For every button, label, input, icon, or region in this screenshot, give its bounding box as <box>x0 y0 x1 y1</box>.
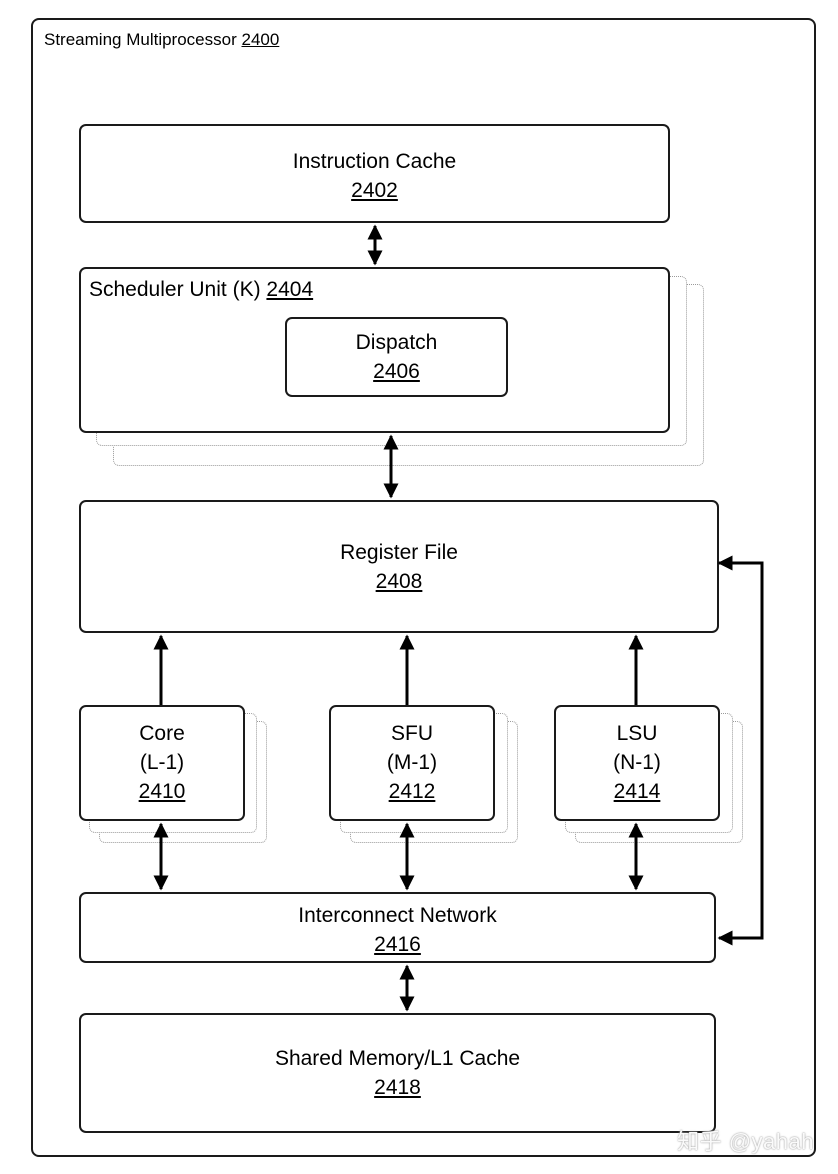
sfu-label: SFU <box>391 722 433 745</box>
shared-memory-label: Shared Memory/L1 Cache <box>274 1047 521 1070</box>
dispatch-number: 2406 <box>373 360 420 383</box>
lsu-sublabel: (N-1) <box>613 751 661 774</box>
scheduler-unit-block: Scheduler Unit (K) 2404 Dispatch 2406 <box>79 267 670 433</box>
lsu-label: LSU <box>616 722 658 745</box>
register-file-block: Register File 2408 <box>79 500 719 633</box>
interconnect-network-number: 2416 <box>374 933 421 956</box>
register-file-number: 2408 <box>375 570 423 593</box>
streaming-multiprocessor-frame <box>31 18 816 1157</box>
register-file-label: Register File <box>340 541 458 564</box>
sfu-sublabel: (M-1) <box>386 751 438 774</box>
sm-title-number: 2400 <box>241 30 280 49</box>
sfu-number: 2412 <box>388 780 436 803</box>
lsu-number: 2414 <box>613 780 661 803</box>
arrow-interconnect-register-file-loop <box>717 555 764 946</box>
scheduler-unit-label: Scheduler Unit (K) <box>89 278 261 301</box>
instruction-cache-block: Instruction Cache 2402 <box>79 124 670 223</box>
instruction-cache-number: 2402 <box>351 179 398 202</box>
instruction-cache-label: Instruction Cache <box>292 150 457 173</box>
interconnect-network-label: Interconnect Network <box>298 904 497 927</box>
watermark: 知乎 @yahah <box>677 1129 814 1154</box>
shared-memory-l1-cache-block: Shared Memory/L1 Cache 2418 <box>79 1013 716 1133</box>
interconnect-network-block: Interconnect Network 2416 <box>79 892 716 963</box>
core-sublabel: (L-1) <box>139 751 185 774</box>
shared-memory-number: 2418 <box>374 1076 421 1099</box>
lsu-block: LSU (N-1) 2414 <box>554 705 720 821</box>
sm-title-label: Streaming Multiprocessor <box>44 30 237 49</box>
core-label: Core <box>139 722 185 745</box>
dispatch-label: Dispatch <box>355 331 438 354</box>
core-number: 2410 <box>138 780 186 803</box>
dispatch-block: Dispatch 2406 <box>285 317 508 397</box>
streaming-multiprocessor-title: Streaming Multiprocessor 2400 <box>44 30 279 50</box>
core-block: Core (L-1) 2410 <box>79 705 245 821</box>
sfu-block: SFU (M-1) 2412 <box>329 705 495 821</box>
scheduler-unit-number: 2404 <box>266 278 314 301</box>
